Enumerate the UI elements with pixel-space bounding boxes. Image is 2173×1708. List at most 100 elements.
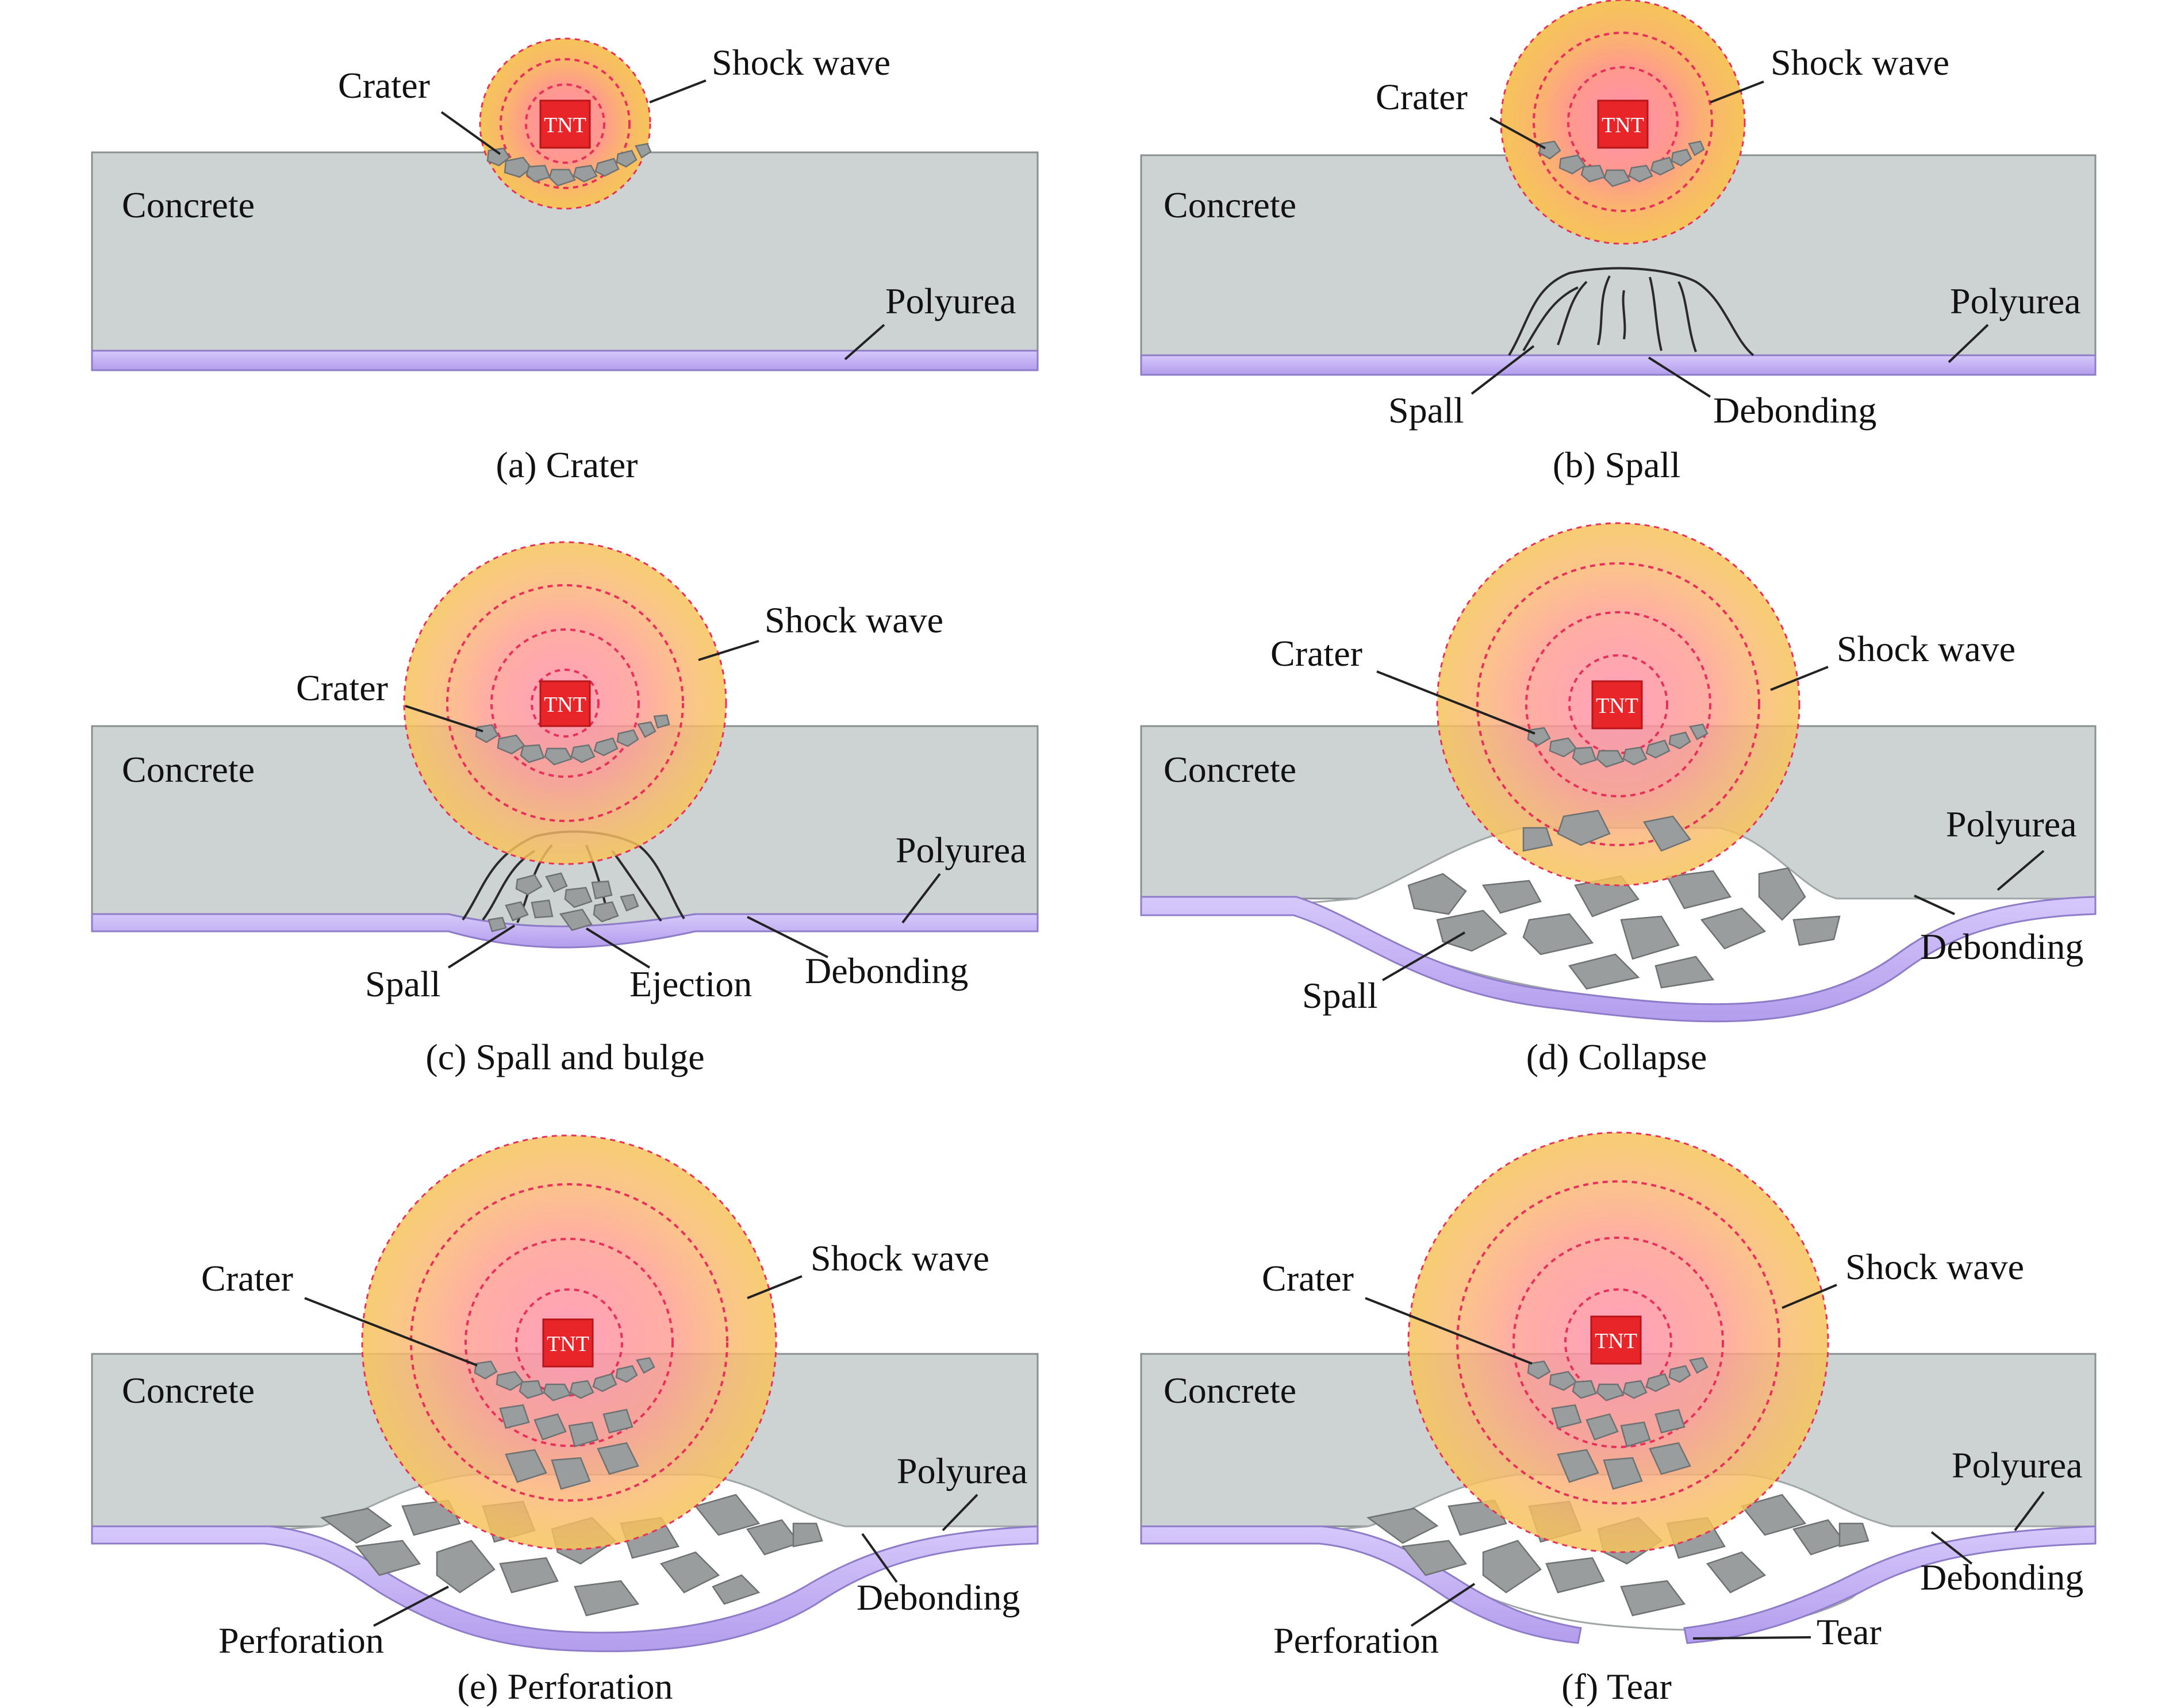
concrete-label: Concrete	[122, 749, 255, 790]
charge-label: TNT	[1602, 113, 1644, 137]
caption-b: (b) Spall	[1553, 444, 1680, 485]
debonding-label: Debonding	[805, 950, 968, 991]
crater-label: Crater	[338, 65, 430, 106]
charge-label: TNT	[544, 693, 586, 717]
debonding-label: Debonding	[1713, 390, 1876, 431]
crater-fragments	[1522, 723, 1709, 852]
shock-wave-leader	[1782, 1284, 1837, 1309]
shock-wave-leader	[747, 1275, 803, 1299]
concrete-label: Concrete	[122, 1370, 255, 1411]
crater-label: Crater	[1262, 1258, 1354, 1299]
shock-wave-label: Shock wave	[1771, 42, 1949, 83]
polyurea-layer	[91, 913, 1039, 949]
panel-c: TNT Concrete Crater Shock wave Polyurea …	[91, 541, 1039, 1077]
polyurea-leader	[844, 324, 885, 360]
ejection-leader	[585, 927, 651, 969]
debonding-leader	[1930, 1531, 1973, 1565]
debonding-label: Debonding	[1920, 1557, 2083, 1598]
polyurea-leader	[1948, 324, 1989, 363]
spall-leader	[1471, 345, 1535, 395]
crater-leader	[1376, 670, 1535, 735]
caption-e: (e) Perforation	[458, 1666, 673, 1707]
crater-label: Crater	[296, 667, 388, 708]
polyurea-leader	[1997, 850, 2045, 891]
spall-cracks	[1508, 267, 1754, 356]
crater-fragments	[1527, 1357, 1709, 1490]
perforation-label: Perforation	[1273, 1620, 1439, 1661]
polyurea-label: Polyurea	[1950, 281, 2081, 321]
crater-leader	[440, 111, 501, 155]
crater-fragments	[475, 714, 670, 766]
polyurea-label: Polyurea	[896, 830, 1027, 870]
polyurea-layer-right	[1683, 1525, 2097, 1644]
concrete-label: Concrete	[1164, 749, 1296, 790]
polyurea-layer	[1140, 354, 2097, 376]
caption-f: (f) Tear	[1561, 1666, 1672, 1707]
panel-a: TNT Concrete Crater Shock wave Polyurea …	[91, 37, 1039, 485]
polyurea-layer	[91, 1525, 1039, 1652]
charge: TNT	[542, 1318, 594, 1368]
collapse-fragments	[1407, 867, 1841, 990]
debonding-leader	[1648, 356, 1711, 398]
charge-label: TNT	[1596, 694, 1638, 718]
debonding-leader	[747, 916, 828, 958]
polyurea-leader	[901, 873, 941, 924]
shock-wave-label: Shock wave	[1837, 628, 2015, 669]
crater-leader	[1489, 117, 1546, 149]
debonding-label: Debonding	[1920, 926, 2083, 967]
caption-c: (c) Spall and bulge	[425, 1037, 704, 1077]
ejection-fragments	[487, 872, 639, 932]
concrete-label: Concrete	[1164, 1370, 1296, 1411]
crater-label: Crater	[1376, 76, 1468, 117]
charge: TNT	[539, 680, 591, 727]
debonding-label: Debonding	[857, 1577, 1020, 1618]
charge: TNT	[539, 99, 591, 149]
tear-label: Tear	[1817, 1611, 1882, 1652]
spall-leader	[447, 924, 516, 969]
polyurea-label: Polyurea	[897, 1450, 1028, 1491]
crater-label: Crater	[1270, 633, 1362, 674]
spall-label: Spall	[1302, 975, 1378, 1016]
caption-a: (a) Crater	[496, 444, 638, 485]
polyurea-leader	[942, 1494, 978, 1532]
crater-fragments	[1538, 140, 1705, 187]
debonding-leader	[1914, 895, 1955, 915]
shock-wave-label: Shock wave	[765, 600, 943, 640]
panel-f: TNT Concrete Crater Shock wave Polyurea …	[1140, 1131, 2097, 1707]
perforation-leader	[373, 1586, 449, 1627]
charge-label: TNT	[544, 113, 586, 137]
polyurea-label: Polyurea	[1952, 1445, 2083, 1486]
crater-leader	[405, 705, 483, 732]
debonding-leader	[861, 1533, 898, 1583]
ejection-label: Ejection	[629, 964, 752, 1004]
shock-wave-leader	[649, 79, 707, 103]
charge-label: TNT	[1595, 1329, 1637, 1353]
shock-wave-label: Shock wave	[1845, 1246, 2024, 1287]
caption-d: (d) Collapse	[1526, 1037, 1707, 1077]
shock-wave-leader	[698, 640, 759, 661]
polyurea-label: Polyurea	[1946, 804, 2077, 845]
charge: TNT	[1597, 99, 1649, 149]
shock-wave-label: Shock wave	[811, 1238, 989, 1279]
shock-wave-label: Shock wave	[712, 42, 890, 83]
polyurea-leader	[2014, 1491, 2045, 1532]
charge: TNT	[1590, 1315, 1642, 1365]
concrete-label: Concrete	[1164, 185, 1296, 225]
crater-fragments	[486, 143, 652, 187]
perforation-leader	[1410, 1583, 1476, 1627]
spall-label: Spall	[365, 964, 441, 1004]
crater-leader	[1365, 1297, 1533, 1365]
charge-label: TNT	[547, 1332, 589, 1356]
tear-leader	[1692, 1636, 1811, 1640]
polyurea-layer	[91, 350, 1039, 371]
perforation-label: Perforation	[218, 1620, 384, 1661]
polyurea-label: Polyurea	[885, 281, 1016, 321]
spall-leader	[1381, 931, 1466, 981]
panel-d: TNT Concrete Crater Shock wave Polyurea …	[1140, 522, 2097, 1077]
panel-e: TNT Concrete Crater Shock wave Polyurea …	[91, 1134, 1039, 1707]
shock-wave-leader	[1770, 666, 1829, 691]
spall-label: Spall	[1388, 390, 1464, 431]
concrete-label: Concrete	[122, 185, 255, 225]
crater-leader	[304, 1297, 478, 1367]
